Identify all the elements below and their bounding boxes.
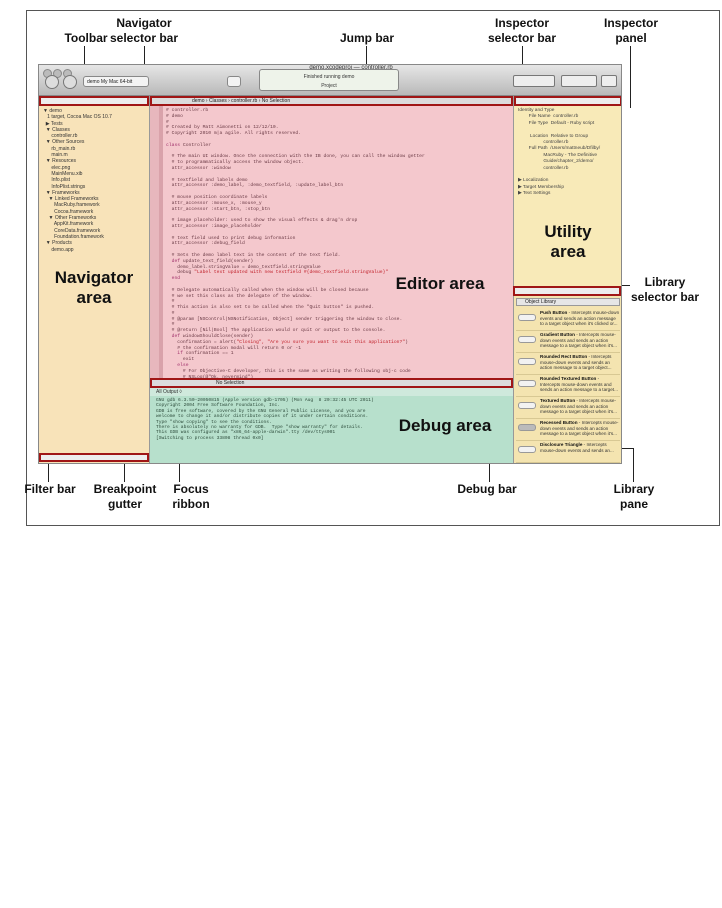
library-selector-bar[interactable]	[513, 286, 621, 296]
debug-output-header[interactable]: All Output ◊	[150, 388, 513, 396]
leader-filter-bar	[48, 460, 49, 482]
library-item-name: Disclosure Triangle	[540, 442, 583, 447]
activity-viewer: Finished running demo Project	[259, 69, 399, 91]
navigator-area-title-2: area	[76, 288, 112, 307]
editor-area: demo › Classes › controller.rb › No Sele…	[150, 96, 513, 403]
library-item[interactable]: Rounded Rect Button - Intercepts mouse-d…	[516, 352, 620, 375]
library-item-name: Rounded Rect Button	[540, 354, 588, 359]
navigator-area-title-1: Navigator	[54, 268, 134, 287]
inspector-panel[interactable]: Identity and Type File Name controller.r…	[518, 108, 601, 197]
library-item[interactable]: Gradient Button - Intercepts mouse-down …	[516, 330, 620, 353]
leader-toolbar	[84, 46, 85, 74]
label-toolbar: Toolbar	[64, 31, 108, 45]
editor-segmented-control[interactable]	[513, 75, 555, 87]
activity-status: Finished running demo	[303, 74, 355, 80]
library-item-name: Gradient Button	[540, 332, 575, 337]
editor-area-title: Editor area	[395, 274, 485, 293]
utility-area-title-1: Utility	[544, 222, 592, 241]
label-navigator-selector-bar-1: Navigator	[116, 16, 172, 30]
leader-inspector-panel	[630, 46, 631, 108]
run-button[interactable]	[45, 75, 59, 89]
label-library-pane-2: pane	[619, 497, 648, 511]
library-item[interactable]: Disclosure Triangle - Intercepts mouse-d…	[516, 440, 620, 463]
utility-area-title-2: area	[550, 242, 586, 261]
library-item[interactable]: Recessed Button - Intercepts mouse-down …	[516, 418, 620, 441]
label-library-selector-bar-1: Library	[644, 275, 686, 289]
library-item-description: Push Button - Intercepts mouse-down even…	[540, 310, 620, 327]
button-thumbnail-icon	[518, 336, 536, 343]
debug-area-title: Debug area	[398, 416, 492, 435]
label-navigator-selector-bar-2: selector bar	[109, 31, 179, 45]
button-thumbnail-icon	[518, 358, 536, 365]
utility-area: Identity and Type File Name controller.r…	[513, 96, 621, 286]
library-pane: Object Library Push Button - Intercepts …	[513, 296, 621, 463]
button-thumbnail-icon	[518, 402, 536, 409]
organizer-button[interactable]	[601, 75, 617, 87]
label-debug-bar: Debug bar	[457, 482, 517, 496]
leader-library-pane-v	[633, 448, 634, 482]
label-jump-bar: Jump bar	[339, 31, 394, 45]
label-filter-bar: Filter bar	[24, 482, 76, 496]
library-item[interactable]: Textured Button - Intercepts mouse-down …	[516, 396, 620, 419]
navigator-area: ▼ demo 1 target, Cocoa Mac OS 10.7 ▶ Tes…	[39, 96, 150, 463]
label-library-selector-bar-2: selector bar	[630, 290, 700, 304]
project-navigator-tree[interactable]: ▼ demo 1 target, Cocoa Mac OS 10.7 ▶ Tes…	[43, 108, 112, 253]
library-item-name: Rounded Textured Button	[540, 376, 597, 381]
debug-bar-selection: No Selection	[216, 380, 245, 386]
label-focus-ribbon-1: Focus	[173, 482, 209, 496]
debug-console[interactable]: GNU gdb 6.3.50-20050815 (Apple version g…	[156, 398, 374, 441]
library-item-description: Rounded Textured Button - Intercepts mou…	[540, 376, 618, 393]
label-inspector-selector-bar-2: selector bar	[487, 31, 557, 45]
leader-library-selector	[618, 285, 630, 286]
library-item-name: Push Button	[540, 310, 568, 315]
jump-bar[interactable]: demo › Classes › controller.rb › No Sele…	[150, 96, 513, 106]
button-thumbnail-icon	[518, 424, 536, 431]
library-item-description: Disclosure Triangle - Intercepts mouse-d…	[540, 442, 614, 453]
window-title: demo.xcodeproj — controller.rb	[309, 65, 393, 71]
library-item-name: Textured Button	[540, 398, 576, 403]
library-item-description: Textured Button - Intercepts mouse-down …	[540, 398, 617, 415]
breakpoints-button[interactable]	[227, 76, 241, 87]
library-item-description: Rounded Rect Button - Intercepts mouse-d…	[540, 354, 612, 371]
label-breakpoint-gutter-1: Breakpoint	[93, 482, 157, 496]
label-inspector-panel-1: Inspector	[603, 16, 658, 30]
library-item[interactable]: Rounded Textured Button - Intercepts mou…	[516, 374, 620, 397]
library-header[interactable]: Object Library	[516, 298, 620, 306]
library-item-description: Recessed Button - Intercepts mouse-down …	[540, 420, 619, 437]
label-library-pane-1: Library	[613, 482, 655, 496]
leader-library-pane-h	[622, 448, 634, 449]
activity-sub: Project	[321, 83, 337, 89]
label-inspector-panel-2: panel	[615, 31, 647, 45]
library-item[interactable]: Push Button - Intercepts mouse-down even…	[516, 308, 620, 331]
button-thumbnail-icon	[518, 446, 536, 453]
toolbar: demo My Mac 64-bit demo.xcodeproj — cont…	[39, 65, 621, 96]
label-breakpoint-gutter-2: gutter	[108, 497, 142, 511]
label-inspector-selector-bar-1: Inspector	[494, 16, 549, 30]
label-focus-ribbon-2: ribbon	[172, 497, 210, 511]
filter-bar[interactable]	[39, 453, 149, 462]
scheme-popup[interactable]: demo My Mac 64-bit	[83, 76, 149, 87]
debug-area: All Output ◊ GNU gdb 6.3.50-20050815 (Ap…	[150, 388, 513, 463]
xcode-window: demo My Mac 64-bit demo.xcodeproj — cont…	[38, 64, 622, 464]
button-thumbnail-icon	[518, 380, 536, 387]
focus-ribbon[interactable]	[159, 106, 163, 378]
debug-bar[interactable]: No Selection	[150, 378, 513, 388]
navigator-selector-bar[interactable]	[39, 96, 149, 106]
code-editor[interactable]: # controller.rb # demo # # Created by Ma…	[166, 108, 425, 403]
inspector-selector-bar[interactable]	[514, 96, 621, 106]
view-segmented-control[interactable]	[561, 75, 597, 87]
stop-button[interactable]	[63, 75, 77, 89]
button-thumbnail-icon	[518, 314, 536, 321]
library-item-name: Recessed Button	[540, 420, 578, 425]
library-item-description: Gradient Button - Intercepts mouse-down …	[540, 332, 617, 349]
